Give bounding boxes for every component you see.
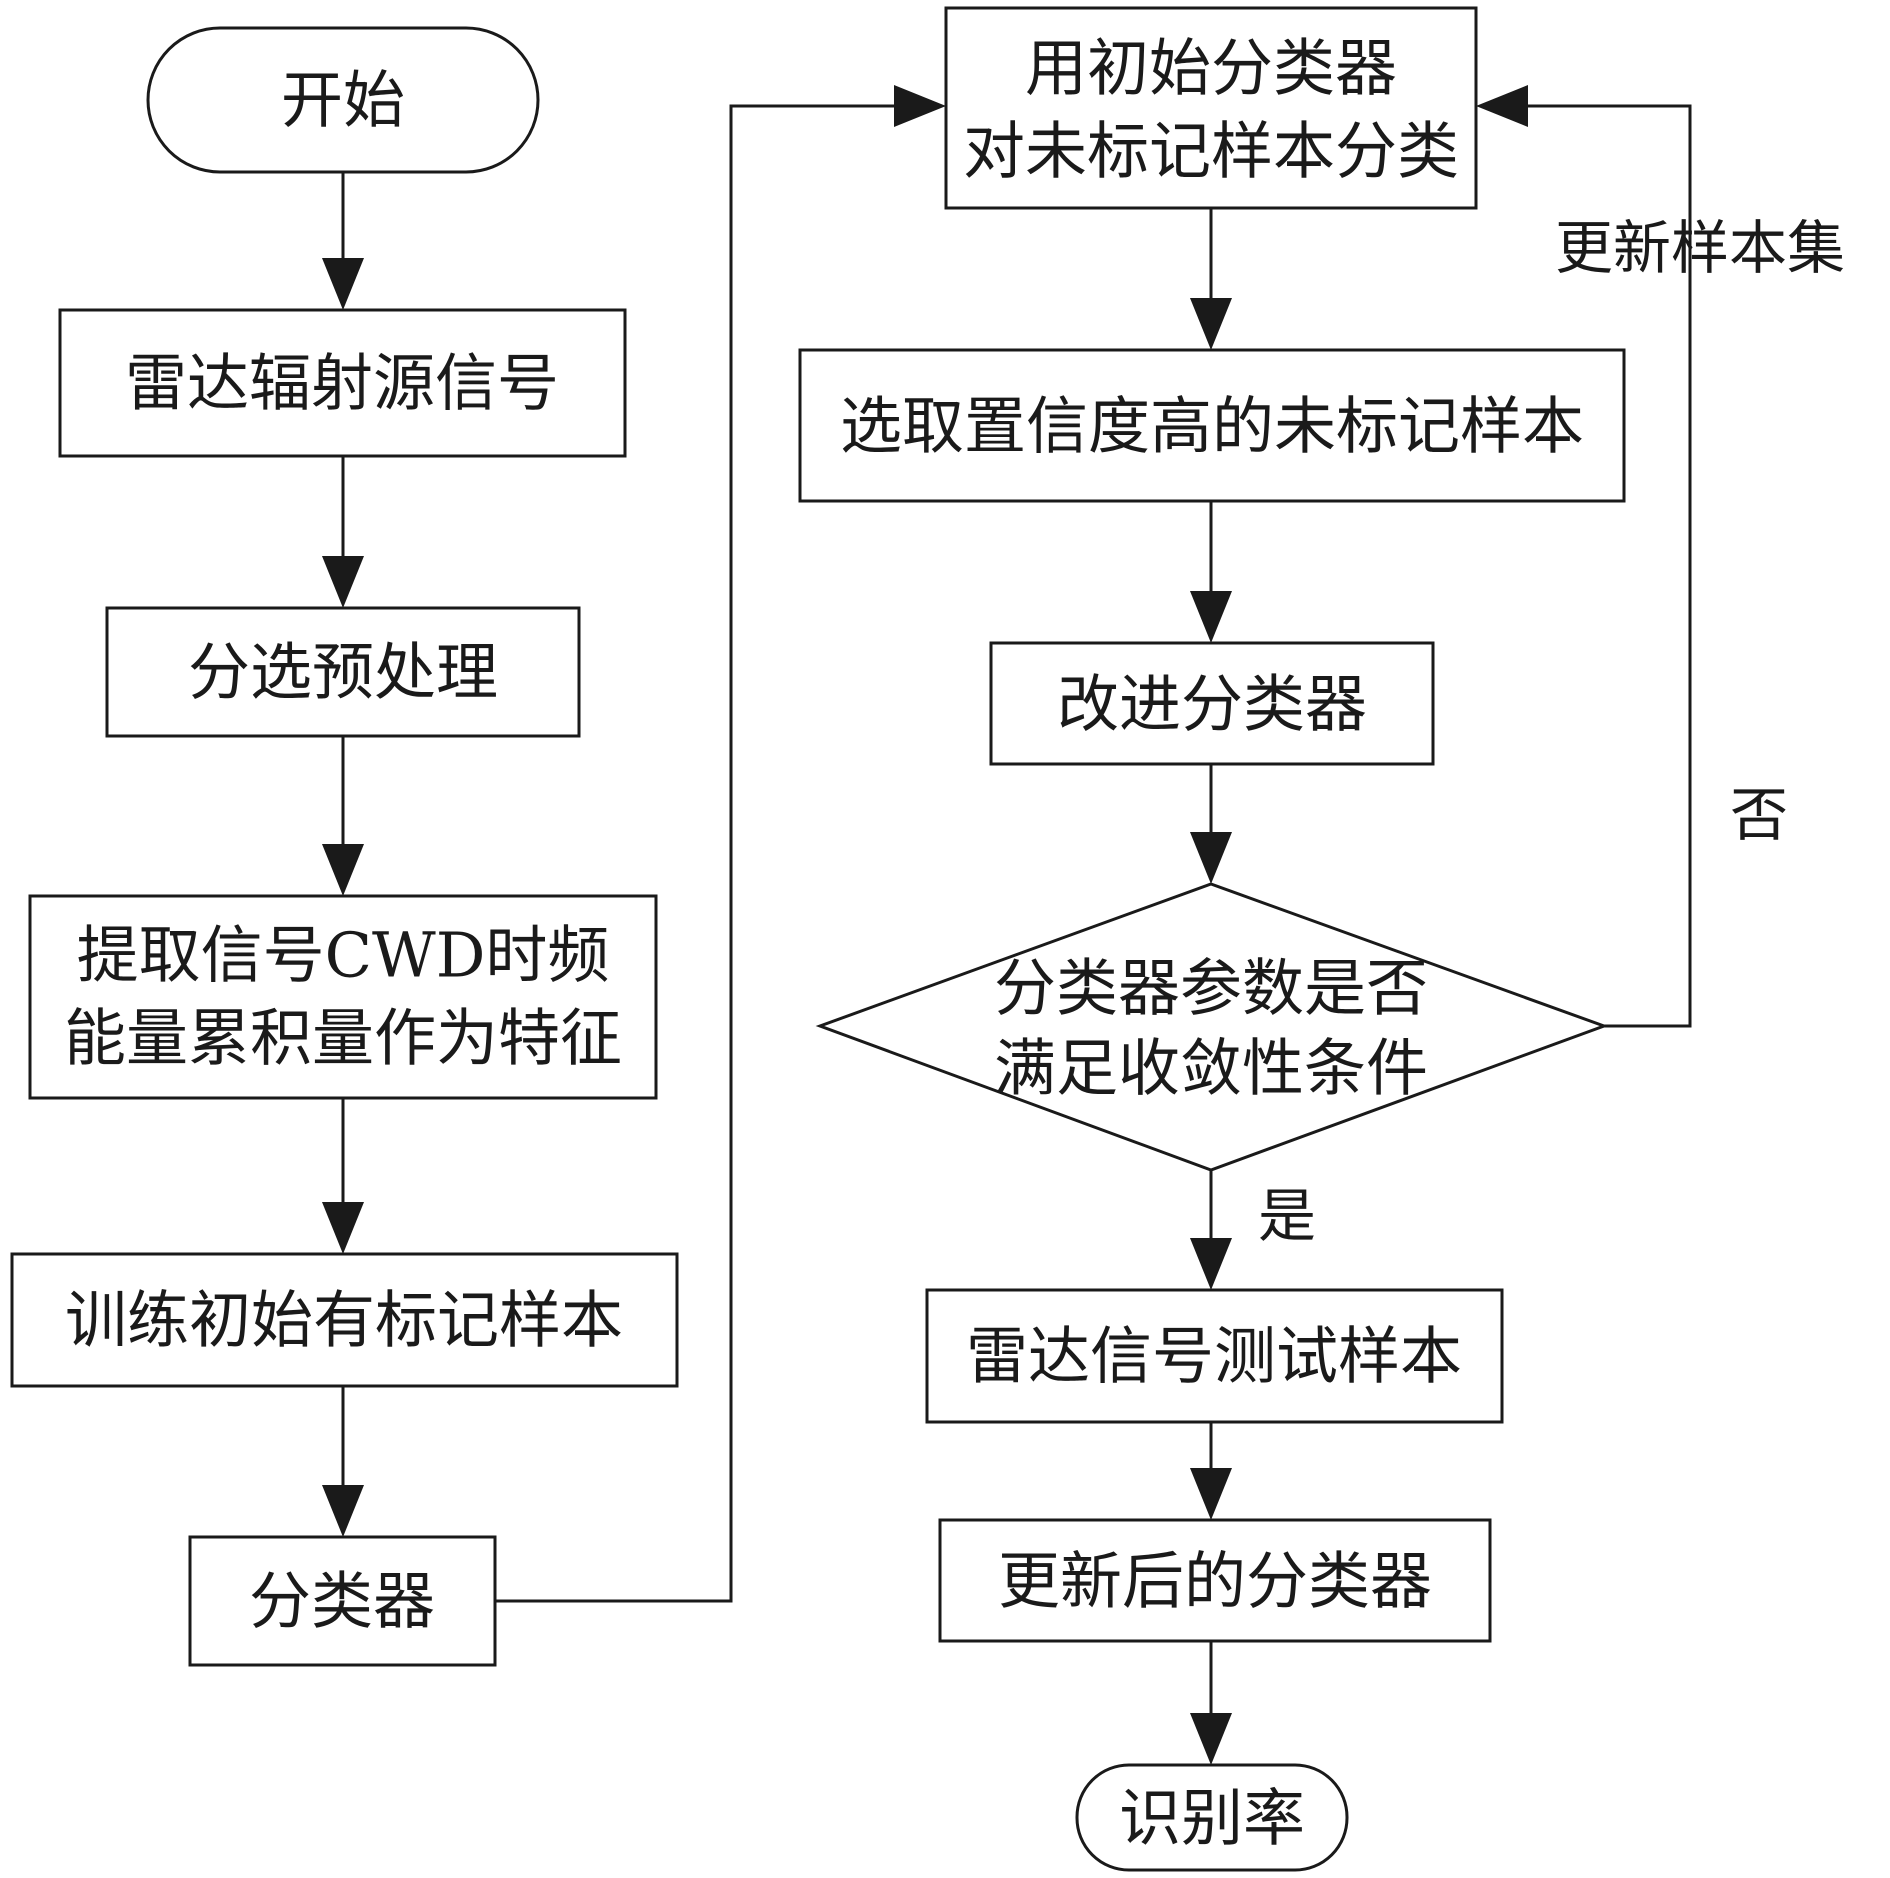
test-samples-label: 雷达信号测试样本 [966,1320,1462,1393]
arrowhead-preprocess [322,556,364,608]
arrowhead-classify [894,85,946,127]
arrowhead-end [1190,1713,1232,1765]
feature-extraction-box [28,894,658,1100]
classifier-box [188,1535,497,1667]
arrowhead-select [1190,298,1232,350]
update-set-label: 更新样本集 [1555,214,1845,282]
arrowhead-improve [1190,591,1232,643]
improve-label: 改进分类器 [1057,668,1367,741]
classify-unlabeled-label-line2: 对未标记样本分类 [963,115,1459,188]
convergence-decision [815,882,1609,1172]
train-label: 训练初始有标记样本 [65,1284,623,1357]
preprocess-label: 分选预处理 [188,636,498,709]
classify-unlabeled-label-line1: 用初始分类器 [1025,32,1397,105]
no-label: 否 [1730,781,1788,849]
updated-classifier-label: 更新后的分类器 [998,1545,1432,1618]
radar-source-box [58,308,627,458]
arrowhead-source [322,258,364,310]
select-label: 选取置信度高的未标记样本 [840,390,1584,463]
feature-extraction-label-line2: 能量累积量作为特征 [64,1002,622,1075]
arrowhead-updated [1190,1468,1232,1520]
decision-label-line1: 分类器参数是否 [994,952,1428,1025]
yes-label: 是 [1258,1182,1316,1250]
radar-source-label: 雷达辐射源信号 [125,347,559,420]
edge-classifier-to-classify [495,104,898,1603]
arrowhead-train [322,1202,364,1254]
arrowhead-test [1190,1238,1232,1290]
edge-decision-feedback [1524,104,1692,1028]
end-label: 识别率 [1119,1782,1305,1855]
classifier-label: 分类器 [249,1565,435,1638]
arrowhead-extract [322,844,364,896]
arrowhead-feedback [1476,85,1528,127]
feature-extraction-label-line1: 提取信号CWD时频 [77,919,610,992]
test-samples-box [925,1288,1504,1424]
arrowhead-classifier [322,1485,364,1537]
arrowhead-decision [1190,832,1232,884]
improve-box [989,641,1435,766]
start-label: 开始 [281,64,405,137]
end-terminator [1075,1763,1349,1872]
select-box [798,348,1626,503]
decision-label-line2: 满足收敛性条件 [994,1032,1428,1105]
updated-classifier-box [938,1518,1492,1643]
